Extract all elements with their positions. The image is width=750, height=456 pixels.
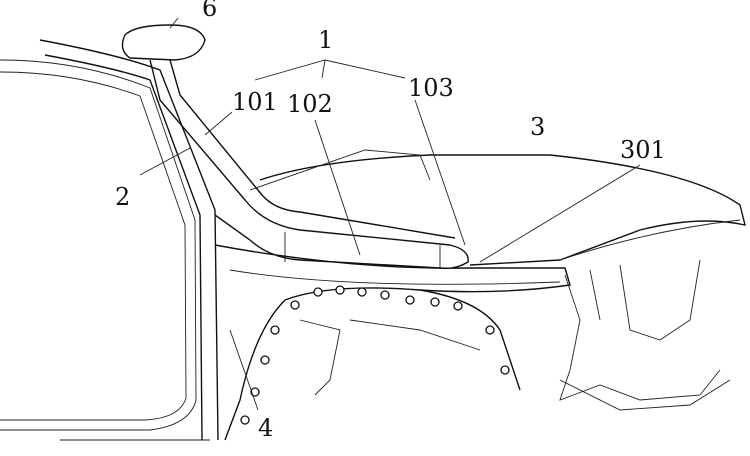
snorkel [121,24,469,270]
label-2: 2 [115,183,130,211]
label-101: 101 [232,88,278,116]
label-102: 102 [287,90,333,118]
label-4: 4 [258,414,273,442]
label-6: 6 [202,0,217,22]
fender-bolts [240,285,510,425]
label-103: 103 [408,74,454,102]
hood [249,149,746,266]
label-301: 301 [620,136,666,164]
label-3: 3 [530,113,545,141]
leader-lines [139,17,641,411]
door-frame [0,39,219,441]
fender [214,244,571,441]
front-frame [299,259,731,411]
label-1: 1 [318,26,333,54]
